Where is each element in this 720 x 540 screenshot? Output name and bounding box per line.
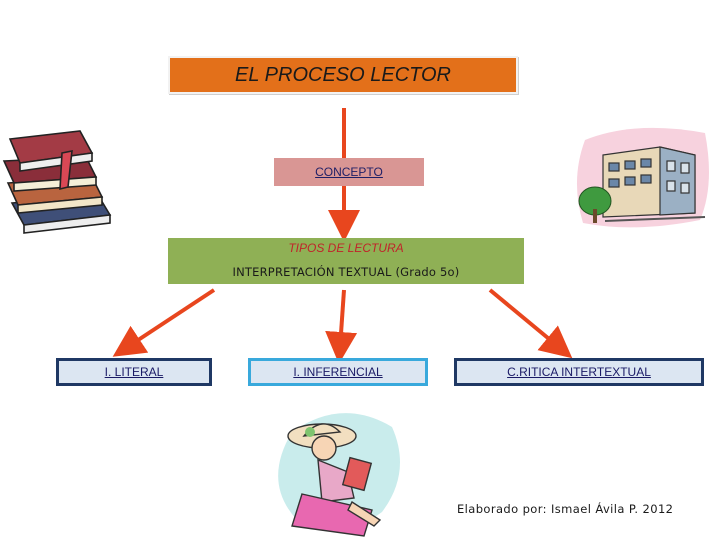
level-literal-label: I. LITERAL: [104, 365, 164, 379]
level-literal-link[interactable]: I. LITERAL: [56, 358, 212, 386]
reading-types-subtitle: INTERPRETACIÓN TEXTUAL (Grado 5o): [232, 265, 460, 279]
reading-woman-icon: [278, 413, 400, 537]
diagram-title: EL PROCESO LECTOR: [168, 56, 518, 94]
reading-types-box: TIPOS DE LECTURA INTERPRETACIÓN TEXTUAL …: [168, 238, 524, 284]
level-inferencial-label: I. INFERENCIAL: [293, 365, 383, 379]
arrow-inferencial: [325, 289, 358, 364]
level-inferencial-link[interactable]: I. INFERENCIAL: [248, 358, 428, 386]
arrow-critica: [488, 288, 573, 359]
school-building-icon: [576, 127, 709, 228]
reading-types-title: TIPOS DE LECTURA: [288, 241, 404, 255]
concept-link[interactable]: CONCEPTO: [274, 158, 424, 186]
level-critica-label: C.RITICA INTERTEXTUAL: [507, 365, 651, 379]
level-critica-link[interactable]: C.RITICA INTERTEXTUAL: [454, 358, 704, 386]
books-icon: [2, 130, 112, 234]
arrow-literal: [112, 288, 216, 357]
credit-text: Elaborado por: Ismael Ávila P. 2012: [457, 502, 674, 516]
